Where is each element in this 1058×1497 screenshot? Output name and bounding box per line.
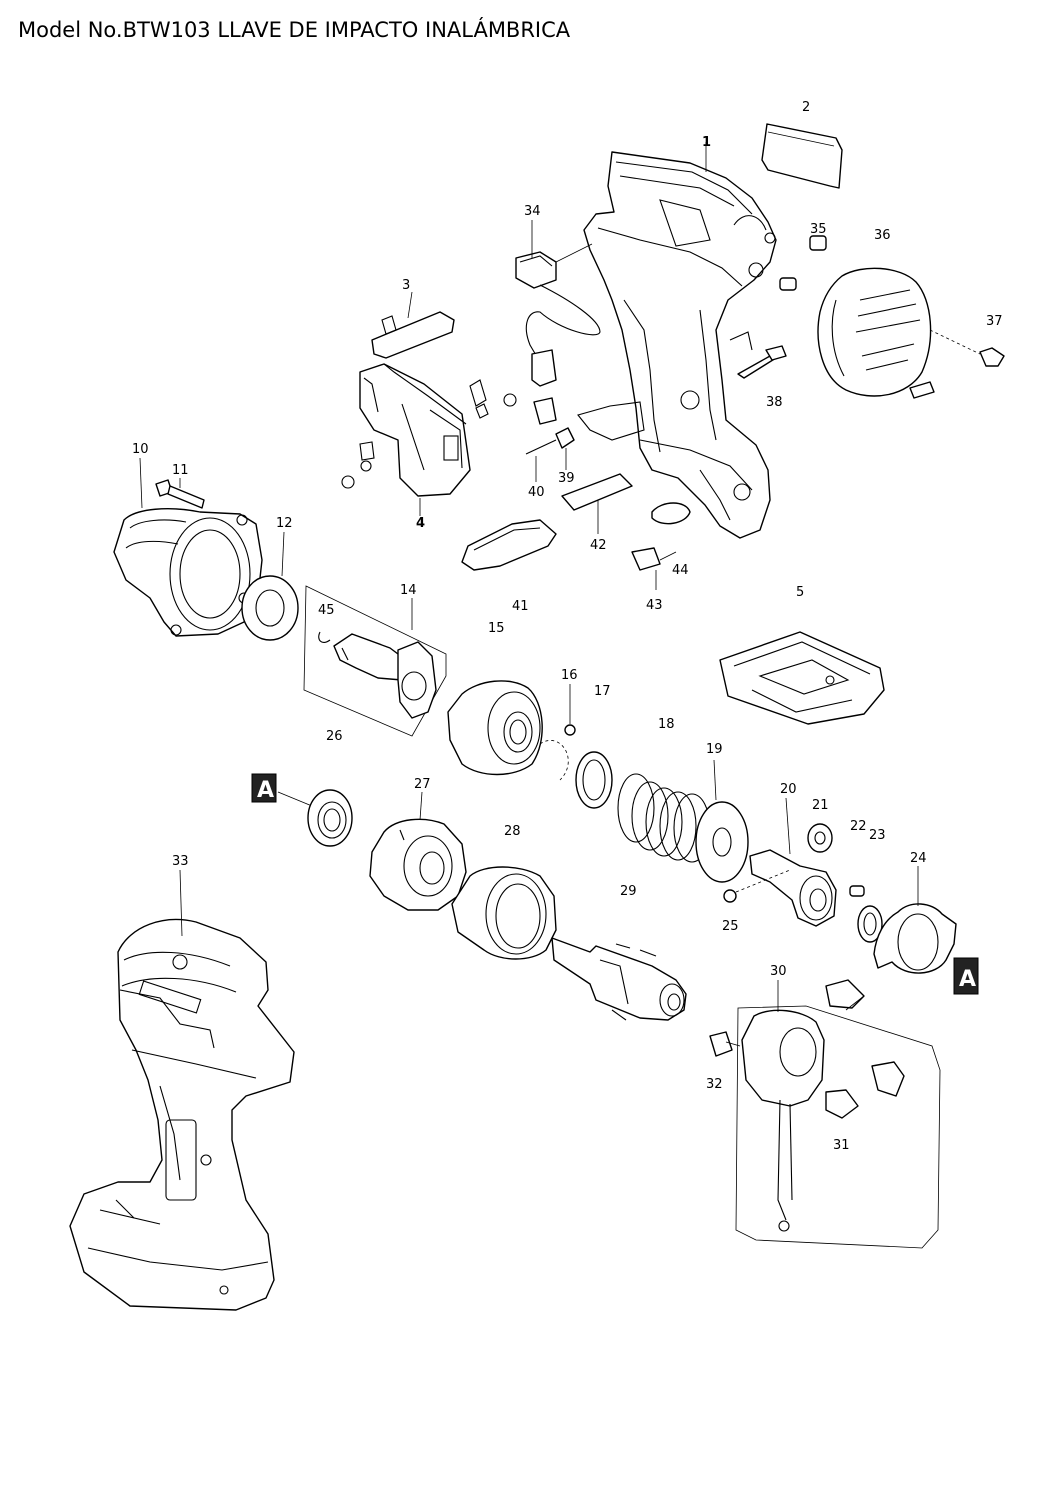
part-30-controller-group xyxy=(735,979,941,1249)
part-39-40-pin xyxy=(525,427,575,482)
part-5-terminal-plate xyxy=(719,631,885,725)
part-29-rotor xyxy=(551,937,687,1021)
part-11-bolt xyxy=(155,479,205,509)
part-35-pin xyxy=(779,235,827,291)
label-5: 5 xyxy=(796,585,804,600)
label-18: 18 xyxy=(658,717,675,732)
part-12-washer xyxy=(241,575,299,641)
part-27-bearing-retainer xyxy=(369,818,467,911)
part-1-housing xyxy=(577,151,777,539)
part-24-ring-gear xyxy=(873,903,957,974)
label-20: 20 xyxy=(780,782,797,797)
part-labels: 2 1 34 35 36 3 37 38 10 11 39 40 4 12 42… xyxy=(132,100,1003,1153)
label-33: 33 xyxy=(172,854,189,869)
reference-marker-a-right: A xyxy=(953,957,979,995)
label-31: 31 xyxy=(833,1138,850,1153)
label-40: 40 xyxy=(528,485,545,500)
label-35: 35 xyxy=(810,222,827,237)
part-36-rear-cover xyxy=(817,267,932,397)
label-15: 15 xyxy=(488,621,505,636)
label-22: 22 xyxy=(850,819,867,834)
label-30: 30 xyxy=(770,964,787,979)
part-16-steel-ball xyxy=(539,724,576,781)
label-38: 38 xyxy=(766,395,783,410)
part-4-switch-body xyxy=(341,363,517,497)
part-41-cap xyxy=(461,519,557,571)
label-42: 42 xyxy=(590,538,607,553)
part-44-spring-clip xyxy=(631,502,691,590)
part-22-pin xyxy=(849,885,865,897)
part-38-screw xyxy=(737,345,787,379)
label-39: 39 xyxy=(558,471,575,486)
label-24: 24 xyxy=(910,851,927,866)
label-45: 45 xyxy=(318,603,335,618)
label-17: 17 xyxy=(594,684,611,699)
label-26: 26 xyxy=(326,729,343,744)
label-34: 34 xyxy=(524,204,541,219)
part-10-hammer-case xyxy=(113,508,263,637)
part-32-terminal xyxy=(709,1031,741,1057)
part-14-anvil-group xyxy=(303,585,447,737)
part-20-spindle xyxy=(749,849,837,927)
label-21: 21 xyxy=(812,798,829,813)
part-25-steel-ball xyxy=(723,869,791,903)
label-14: 14 xyxy=(400,583,417,598)
label-27: 27 xyxy=(414,777,431,792)
bearing xyxy=(307,789,353,847)
leader-lines xyxy=(139,142,919,1012)
part-18-spring xyxy=(617,773,711,863)
part-42-label xyxy=(561,473,633,534)
label-10: 10 xyxy=(132,442,149,457)
label-43: 43 xyxy=(646,598,663,613)
label-16: 16 xyxy=(561,668,578,683)
reference-marker-a-left: A xyxy=(251,773,313,807)
part-23-washer xyxy=(857,905,883,943)
label-19: 19 xyxy=(706,742,723,757)
label-12: 12 xyxy=(276,516,293,531)
reference-marker-a-text: A xyxy=(257,778,274,803)
label-23: 23 xyxy=(869,828,886,843)
part-17-washer xyxy=(575,751,613,809)
reference-marker-a-right-text: A xyxy=(959,967,976,992)
label-3: 3 xyxy=(402,278,410,293)
label-4: 4 xyxy=(416,516,425,531)
label-28: 28 xyxy=(504,824,521,839)
label-11: 11 xyxy=(172,463,189,478)
part-15-hammer xyxy=(447,680,543,776)
part-3-switch-trigger xyxy=(371,311,455,359)
label-32: 32 xyxy=(706,1077,723,1092)
label-2: 2 xyxy=(802,100,810,115)
part-34-connector-wire xyxy=(515,251,601,425)
part-2-label-plate xyxy=(761,123,843,189)
label-25: 25 xyxy=(722,919,739,934)
label-44: 44 xyxy=(672,563,689,578)
part-33-housing-set xyxy=(69,918,295,1311)
label-36: 36 xyxy=(874,228,891,243)
label-1: 1 xyxy=(702,135,711,150)
label-41: 41 xyxy=(512,599,529,614)
part-19-washer xyxy=(695,801,749,883)
page-title: Model No.BTW103 LLAVE DE IMPACTO INALÁMB… xyxy=(18,18,571,42)
part-37-screw xyxy=(909,329,1005,399)
label-29: 29 xyxy=(620,884,637,899)
part-21-ring xyxy=(807,823,833,853)
part-28-stator xyxy=(451,866,557,960)
label-37: 37 xyxy=(986,314,1003,329)
